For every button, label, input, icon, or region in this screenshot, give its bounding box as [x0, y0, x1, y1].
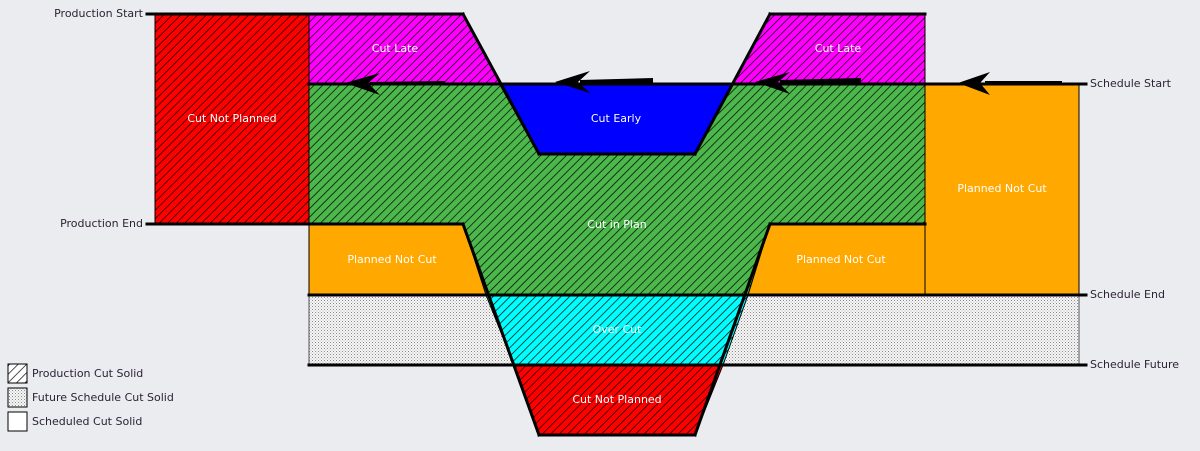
legend-item-production: Production Cut Solid: [7, 363, 143, 384]
label-cut-not-planned-left: Cut Not Planned: [187, 112, 276, 125]
left-slope-lower: [461, 222, 541, 437]
shift-arrows: [345, 71, 1062, 95]
right-slope-lower: [693, 222, 772, 437]
label-over-cut: Over Cut: [593, 323, 643, 336]
shift-arrow-2: [555, 71, 653, 93]
legend-item-scheduled: Scheduled Cut Solid: [7, 411, 142, 432]
legend-label-production: Production Cut Solid: [32, 367, 143, 380]
region-cut-not-planned-left: [154, 13, 310, 225]
axis-label-schedule-future: Schedule Future: [1090, 358, 1179, 371]
label-cut-not-planned-bottom: Cut Not Planned: [572, 393, 661, 406]
label-cut-early: Cut Early: [591, 112, 642, 125]
legend: Production Cut Solid Future Schedule Cut…: [7, 363, 174, 432]
axis-label-schedule-start: Schedule Start: [1090, 77, 1172, 90]
legend-label-future: Future Schedule Cut Solid: [32, 391, 174, 404]
shift-arrow-3: [755, 72, 861, 94]
axis-label-schedule-end: Schedule End: [1090, 288, 1165, 301]
legend-swatch-hatch-icon: [7, 363, 28, 384]
legend-swatch-dots-icon: [7, 387, 28, 408]
label-cut-in-plan: Cut in Plan: [587, 218, 646, 231]
axis-label-production-start: Production Start: [54, 7, 144, 20]
legend-swatch-solid-icon: [7, 411, 28, 432]
region-cut-late-left: [308, 13, 501, 85]
legend-label-scheduled: Scheduled Cut Solid: [32, 415, 142, 428]
region-over-cut: [485, 294, 749, 366]
shift-arrow-4: [958, 72, 1062, 95]
axis-label-production-end: Production End: [60, 217, 143, 230]
label-planned-not-cut-left: Planned Not Cut: [347, 253, 437, 266]
label-planned-not-cut-right: Planned Not Cut: [796, 253, 886, 266]
legend-item-future: Future Schedule Cut Solid: [7, 387, 174, 408]
shift-arrow-1: [345, 73, 445, 95]
label-cut-late-left: Cut Late: [372, 42, 419, 55]
label-cut-late-right: Cut Late: [815, 42, 862, 55]
label-planned-not-cut-far-right: Planned Not Cut: [957, 182, 1047, 195]
